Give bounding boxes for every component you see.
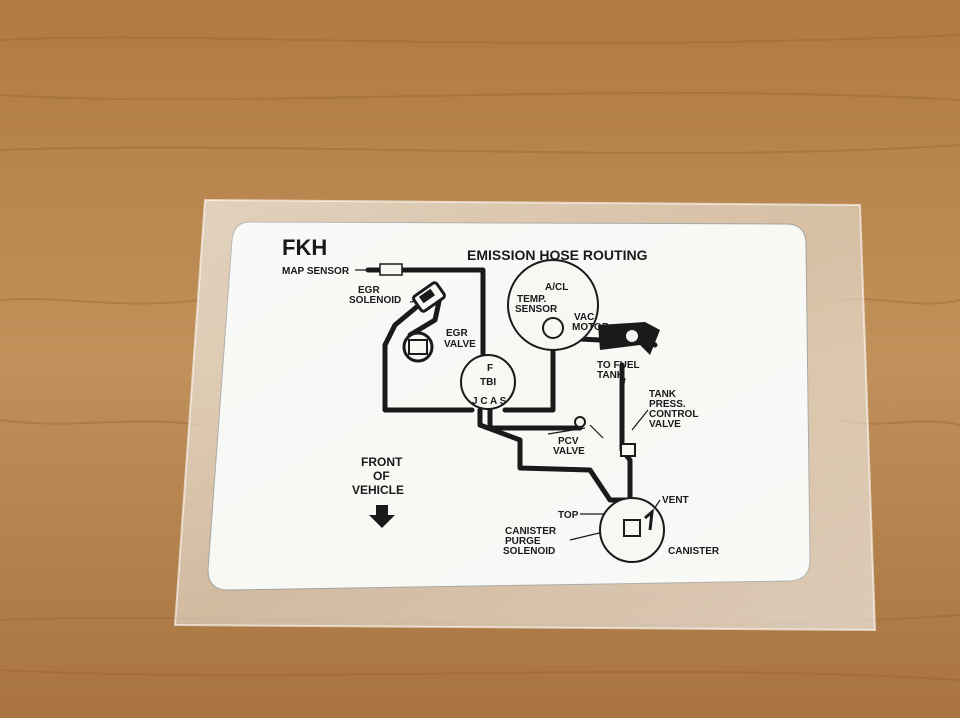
label-to-fuel-tank-1: TO FUEL (597, 360, 640, 371)
label-front-2: OF (373, 469, 390, 483)
decal-code: FKH (282, 235, 327, 260)
label-egr-valve-1: EGR (446, 328, 468, 339)
hose-egr-valve (407, 294, 443, 338)
label-front-1: FRONT (361, 455, 403, 469)
label-vac-motor-1: VAC. (574, 312, 597, 323)
label-front-3: VEHICLE (352, 483, 404, 497)
label-tbi: TBI (480, 377, 496, 388)
label-vent: VENT (662, 495, 689, 506)
label-egr-solenoid-1: EGR (358, 285, 380, 296)
label-egr-valve-2: VALVE (444, 339, 476, 350)
label-canister-purge-1: CANISTER (505, 526, 557, 537)
canister-purge-solenoid-shape (623, 519, 641, 537)
hose-acl (502, 345, 556, 413)
vac-motor-hub (624, 328, 640, 344)
hose-map (365, 267, 486, 371)
label-temp-sensor-1: TEMP. (517, 294, 546, 305)
label-pcv-valve-1: PCV (558, 436, 579, 447)
label-vac-motor-2: MOTOR (572, 322, 610, 333)
plastic-sheen (175, 200, 875, 630)
front-arrow-icon (369, 505, 395, 528)
hose-egr-loop (382, 297, 475, 413)
label-map-sensor: MAP SENSOR (282, 266, 350, 277)
pcv-valve-shape (574, 416, 586, 428)
label-to-fuel-tank-2: TANK (597, 370, 625, 381)
decal-title: EMISSION HOSE ROUTING (467, 247, 648, 263)
label-pcv-valve-2: VALVE (553, 446, 585, 457)
tbi-shape (460, 354, 516, 410)
label-tbi-f: F (487, 363, 493, 374)
label-egr-solenoid-2: SOLENOID (349, 295, 401, 306)
label-tank-press-3: CONTROL (649, 409, 698, 420)
map-sensor-shape (379, 263, 403, 276)
label-canister-purge-2: PURGE (505, 536, 541, 547)
temp-sensor-shape (542, 317, 564, 339)
label-acl: A/CL (545, 282, 568, 293)
label-tank-press-2: PRESS. (649, 399, 686, 410)
label-top: TOP (558, 510, 579, 521)
label-tank-press-4: VALVE (649, 419, 681, 430)
label-tank-press-1: TANK (649, 389, 677, 400)
tank-press-valve-shape (620, 443, 636, 457)
canister-vent-shape (644, 508, 654, 531)
label-canister-purge-3: SOLENOID (503, 546, 555, 557)
egr-valve-shape (402, 331, 434, 363)
acl-shape (507, 259, 599, 351)
label-temp-sensor-2: SENSOR (515, 304, 558, 315)
hose-canister (477, 407, 633, 503)
label-canister: CANISTER (668, 546, 720, 557)
egr-solenoid-shape (412, 281, 446, 313)
label-tbi-ports: J C A S (472, 396, 507, 407)
